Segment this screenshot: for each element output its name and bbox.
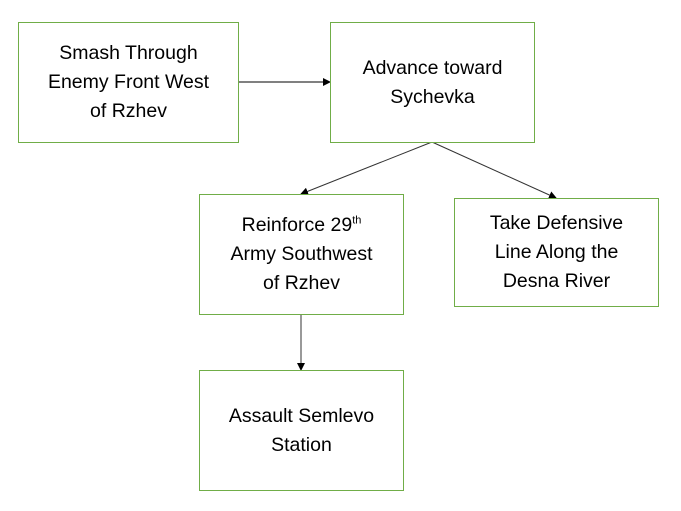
node-line: Smash Through xyxy=(59,42,198,64)
node-line: Station xyxy=(271,433,332,456)
node-line: Army Southwest xyxy=(230,243,373,265)
node-line: Desna River xyxy=(502,270,611,292)
node-line: of Rzhev xyxy=(263,272,340,294)
node-take-defensive-line: Take Defensive Line Along the Desna Rive… xyxy=(454,198,659,307)
ordinal-superscript: th xyxy=(352,214,362,227)
node-reinforce-29th: Reinforce 29th Army Southwest of Rzhev xyxy=(199,194,404,315)
node-smash-through: Smash Through Enemy Front West of Rzhev xyxy=(18,22,239,143)
node-assault-semlevo: Assault Semlevo Station xyxy=(199,370,404,491)
node-line: Line Along the xyxy=(494,241,619,263)
node-line-text: Reinforce 29 xyxy=(241,214,353,236)
edge-n2-n4 xyxy=(431,141,557,199)
node-line: Sychevka xyxy=(390,85,475,108)
node-line: Enemy Front West xyxy=(47,71,210,93)
edge-n2-n3 xyxy=(300,141,433,196)
node-line: of Rzhev xyxy=(90,100,167,122)
node-line: Reinforce 29th xyxy=(231,211,373,240)
node-line: Advance toward xyxy=(362,56,503,79)
node-line: Take Defensive xyxy=(489,212,624,234)
node-line: Assault Semlevo xyxy=(228,404,375,427)
node-advance-sychevka: Advance toward Sychevka xyxy=(330,22,535,143)
